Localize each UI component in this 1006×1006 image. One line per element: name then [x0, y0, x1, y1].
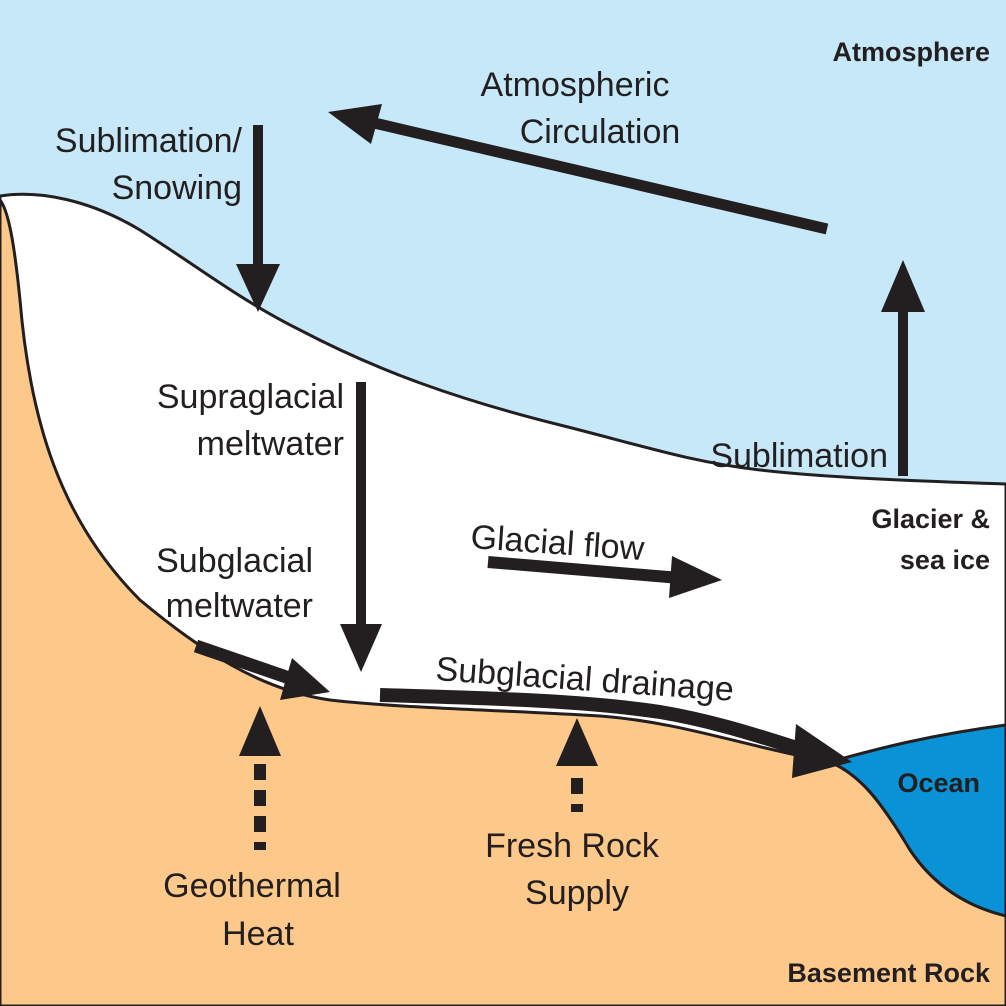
glacier-label-line2: sea ice	[900, 545, 990, 575]
glacier-label-line1: Glacier &	[871, 504, 990, 534]
subglacial-meltwater-arrow	[193, 639, 330, 700]
geothermal-heat-arrow	[239, 706, 281, 850]
atmospheric-circulation-arrow	[328, 104, 829, 235]
geothermal-heat-label-line2: Heat	[222, 915, 294, 953]
subglacial-meltwater-label-line2: meltwater	[166, 587, 313, 625]
supraglacial-meltwater-label-line1: Supraglacial	[157, 378, 344, 416]
sublimation-label: Sublimation	[710, 437, 888, 475]
sublimation-arrow	[881, 260, 925, 476]
glacial-flow-arrow	[487, 556, 722, 598]
sublimation-snowing-label-line2: Snowing	[112, 169, 242, 207]
ocean-label: Ocean	[897, 768, 980, 798]
fresh-rock-supply-arrow	[556, 718, 598, 812]
fresh-rock-supply-label-line2: Supply	[525, 874, 629, 912]
atmospheric-circulation-label-line2: Circulation	[520, 113, 681, 151]
atmospheric-circulation-label-line1: Atmospheric	[481, 66, 670, 104]
subglacial-meltwater-label-line1: Subglacial	[156, 542, 313, 580]
subglacial-drainage-arrow	[379, 688, 852, 778]
geothermal-heat-label-line1: Geothermal	[163, 867, 341, 905]
atmosphere-label: Atmosphere	[832, 37, 990, 67]
basement-rock-label: Basement Rock	[787, 958, 991, 988]
supraglacial-meltwater-arrow	[340, 382, 382, 672]
basement-rock-region	[0, 197, 1006, 1006]
fresh-rock-supply-label-line1: Fresh Rock	[485, 827, 660, 865]
supraglacial-meltwater-label-line2: meltwater	[197, 425, 344, 463]
sublimation-snowing-arrow	[236, 125, 280, 312]
sublimation-snowing-label-line1: Sublimation/	[55, 122, 243, 160]
